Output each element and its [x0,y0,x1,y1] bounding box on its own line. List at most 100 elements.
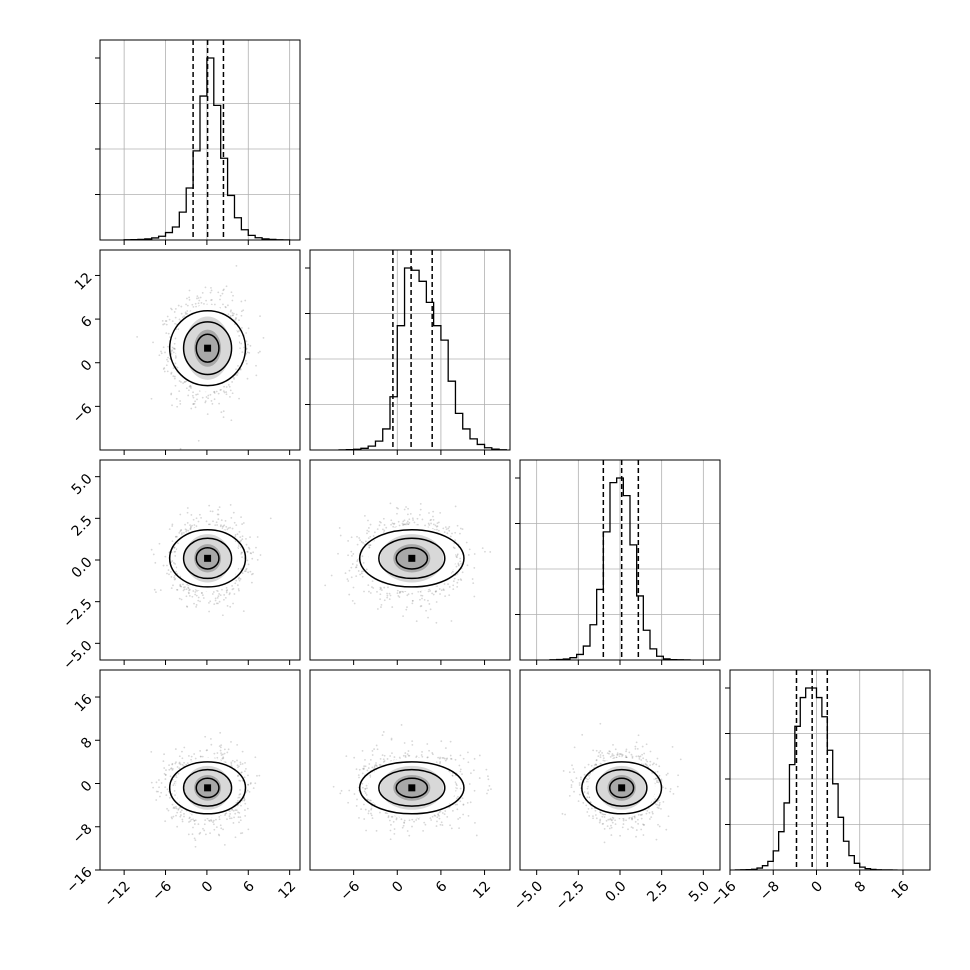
scatter-point [211,510,214,513]
scatter-point [158,354,161,357]
panel-content [324,502,492,624]
scatter-point [196,393,199,396]
scatter-point [236,374,239,376]
scatter-point [249,344,252,347]
scatter-point [419,598,421,601]
scatter-point [180,598,183,601]
scatter-point [179,583,182,586]
scatter-point [352,553,355,555]
scatter-point [178,380,181,382]
scatter-point [240,300,243,303]
scatter-point [163,322,166,325]
scatter-point [204,286,207,289]
scatter-point [189,820,192,823]
scatter-point [443,583,446,585]
scatter-point [170,372,173,375]
scatter-point [355,575,358,578]
scatter-point [183,813,185,815]
scatter-point [232,376,235,379]
scatter-point [188,589,190,592]
scatter-point [223,594,226,596]
scatter-point [380,603,383,606]
scatter-point [207,394,210,397]
scatter-point [190,387,192,389]
scatter-point [172,784,175,787]
scatter-point [428,524,431,526]
scatter-point [166,370,169,373]
scatter-point [239,368,242,371]
scatter-point [237,567,240,570]
scatter-point [203,302,205,305]
scatter-point [241,351,244,354]
scatter-point [173,347,176,350]
scatter-point [404,523,407,526]
scatter-point [361,575,364,578]
scatter-point [203,829,206,832]
scatter-point [171,346,174,349]
scatter-point [269,517,272,520]
scatter-point [214,524,217,527]
scatter-point [238,576,241,579]
scatter-point [185,303,187,306]
scatter-point [427,590,430,593]
scatter-point [456,524,459,527]
scatter-point [382,528,384,531]
scatter-point [219,298,221,301]
scatter-point [172,367,175,369]
scatter-point [192,403,195,405]
density-peak [204,344,212,352]
scatter-point [401,590,404,593]
scatter-point [439,593,441,595]
panel-content [150,731,261,848]
scatter-point [225,586,228,589]
scatter-point [195,525,198,527]
scatter-point [235,264,238,267]
scatter-point [187,591,190,594]
scatter-point [160,782,163,784]
scatter-point [213,828,216,831]
scatter-point [185,312,188,315]
scatter-point [173,578,176,581]
scatter-point [178,597,181,600]
scatter-point [197,302,200,305]
scatter-point [432,515,434,518]
scatter-point [245,359,247,362]
scatter-point [174,322,176,325]
scatter-point [173,377,176,380]
scatter-point [369,523,372,526]
scatter-point [179,402,182,405]
scatter-point [173,311,176,313]
scatter-point [451,570,454,573]
scatter-point [201,594,204,597]
scatter-point [244,767,247,770]
scatter-point [419,508,422,511]
scatter-point [222,390,225,393]
scatter-point [240,568,243,570]
scatter-point [231,588,234,591]
scatter-point [408,518,411,521]
scatter-point [216,590,219,593]
scatter-point [348,569,351,572]
scatter-point [249,570,252,573]
scatter-point [209,291,212,294]
scatter-point [405,608,408,611]
panel-1-1 [305,249,511,455]
scatter-point [217,595,220,598]
scatter-point [233,378,235,380]
scatter-point [240,552,243,555]
scatter-point [364,540,367,543]
scatter-point [208,523,210,526]
scatter-point [171,525,174,527]
panel-frame [99,249,301,451]
scatter-point [168,573,170,576]
scatter-point [197,297,200,299]
scatter-point [236,584,239,587]
scatter-point [407,507,409,510]
scatter-point [415,620,418,623]
scatter-point [204,735,207,738]
scatter-point [150,548,153,551]
scatter-point [178,761,181,764]
scatter-point [351,563,354,565]
contour-line [168,309,247,387]
scatter-point [195,604,198,606]
